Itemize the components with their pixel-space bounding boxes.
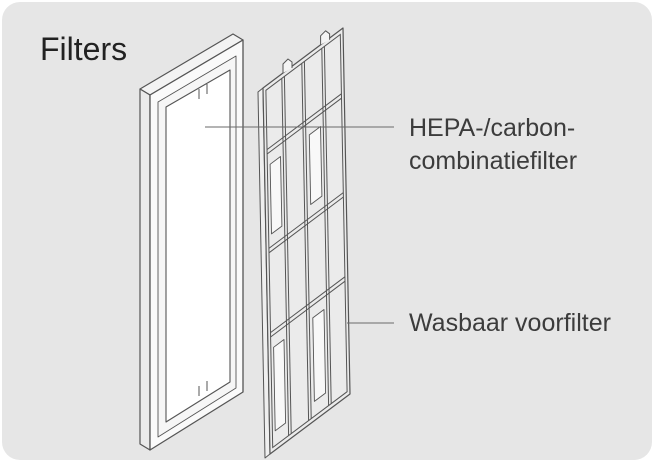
diagram-title: Filters — [40, 31, 128, 67]
prefilter-slot — [308, 126, 323, 205]
prefilter-top-clip — [282, 58, 293, 73]
hepa-filter-bottom-tab — [198, 381, 208, 396]
prefilter-slot — [269, 156, 283, 235]
callout-label-hepa-carbon-line-2: combinatiefilter — [409, 147, 578, 175]
prefilter-crossbar — [270, 276, 346, 334]
prefilter-outer-frame — [262, 27, 351, 455]
hepa-carbon-filter — [139, 33, 244, 451]
prefilter-slot — [273, 339, 287, 432]
hepa-filter-side-edge — [139, 88, 151, 451]
hepa-filter-top-tab — [198, 84, 208, 99]
prefilter-crossbar — [268, 192, 344, 249]
prefilter-top-clip — [320, 30, 331, 45]
prefilter-inner-frame — [265, 33, 348, 449]
prefilter-crossbar — [270, 280, 346, 338]
callout-label-hepa-carbon-line-1: HEPA-/carbon- — [409, 114, 576, 142]
hepa-filter-media — [165, 69, 231, 423]
prefilter-crossbar — [268, 196, 344, 254]
prefilter-slot — [312, 309, 327, 402]
callout-label-prefilter: Wasbaar voorfilter — [409, 309, 611, 337]
prefilter-crossbar — [266, 97, 342, 155]
prefilter-crossbar — [266, 93, 342, 151]
washable-prefilter — [257, 27, 351, 459]
